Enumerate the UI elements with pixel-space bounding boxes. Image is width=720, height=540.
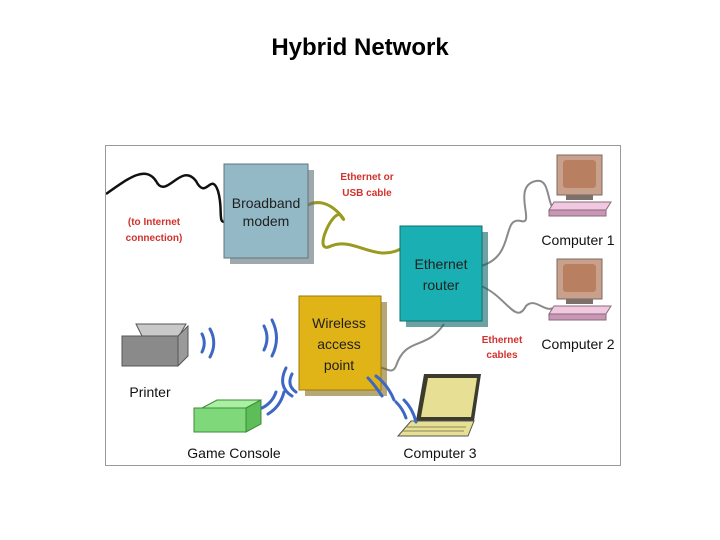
computer2-label: Computer 2	[541, 336, 614, 352]
router-computer1-cable	[480, 179, 557, 267]
computer1-label: Computer 1	[541, 232, 614, 248]
wireless-waves-console	[260, 390, 286, 416]
printer-icon	[121, 323, 189, 367]
ethernet-cables-note-line1: Ethernet	[482, 335, 523, 346]
ethernet-usb-note-line1: Ethernet or	[340, 172, 393, 183]
ethernet-usb-note-line2: USB cable	[342, 188, 392, 199]
modem-label-line2: modem	[243, 213, 290, 229]
slide-title: Hybrid Network	[271, 34, 449, 61]
computer1-icon	[548, 154, 612, 217]
internet-note-line2: connection)	[126, 233, 183, 244]
computer2-icon	[548, 258, 612, 321]
ap-label-line2: access	[317, 336, 361, 352]
router-label-line1: Ethernet	[415, 256, 468, 272]
router-label-line2: router	[423, 277, 460, 293]
wireless-waves-ap	[262, 318, 278, 358]
laptop-icon	[396, 374, 481, 437]
internet-note-line1: (to Internet	[128, 217, 181, 228]
ethernet-router: Ethernet router	[399, 225, 488, 327]
network-diagram: Broadband modem Ethernet router Wireless…	[105, 145, 621, 466]
wireless-access-point: Wireless access point	[298, 295, 387, 396]
modem-label-line1: Broadband	[232, 195, 301, 211]
ethernet-cables-note-line2: cables	[486, 350, 518, 361]
game-console-label: Game Console	[187, 445, 281, 461]
broadband-modem: Broadband modem	[223, 163, 314, 264]
router-computer2-cable	[480, 285, 557, 314]
ap-label-line3: point	[324, 357, 354, 373]
printer-label: Printer	[129, 384, 171, 400]
wireless-waves-printer	[200, 327, 216, 359]
ap-label-line1: Wireless	[312, 315, 366, 331]
game-console-icon	[193, 399, 262, 433]
internet-cable	[106, 172, 229, 224]
computer3-label: Computer 3	[403, 445, 476, 461]
wireless-waves-laptop	[366, 374, 418, 424]
wireless-waves-console-side	[281, 366, 298, 398]
modem-router-cable	[305, 201, 407, 255]
